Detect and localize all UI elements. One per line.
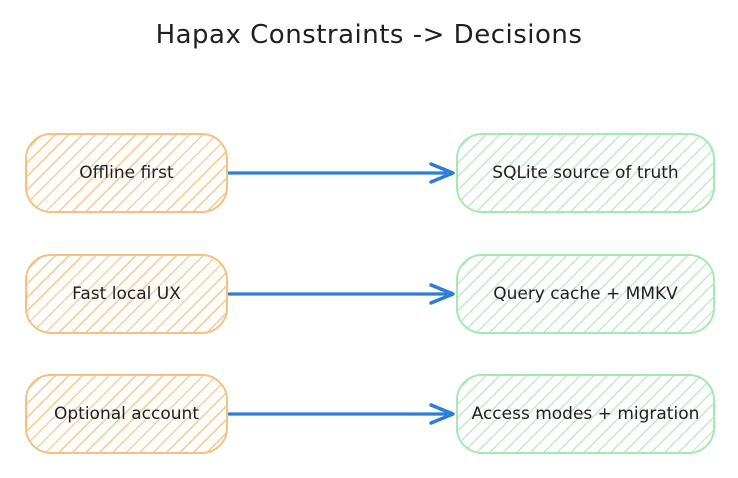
arrow-right-icon bbox=[228, 283, 455, 305]
constraint-label: Optional account bbox=[53, 404, 199, 424]
decision-box-sqlite: SQLite source of truth bbox=[456, 133, 715, 213]
constraint-label: Fast local UX bbox=[72, 284, 181, 304]
diagram-row: Optional account Access modes + migratio… bbox=[0, 374, 738, 454]
arrow-right-icon bbox=[228, 403, 455, 425]
diagram-row: Fast local UX Query cache + MMKV bbox=[0, 254, 738, 334]
decision-box-query-cache: Query cache + MMKV bbox=[456, 254, 715, 334]
constraint-box-fast-local-ux: Fast local UX bbox=[25, 254, 228, 334]
constraint-label: Offline first bbox=[79, 163, 174, 183]
constraint-box-optional-account: Optional account bbox=[25, 374, 228, 454]
diagram-row: Offline first SQLite source of truth bbox=[0, 133, 738, 213]
decision-label: Query cache + MMKV bbox=[493, 284, 678, 304]
decision-label: SQLite source of truth bbox=[492, 163, 679, 183]
decision-label: Access modes + migration bbox=[471, 404, 700, 424]
arrow-right-icon bbox=[228, 162, 455, 184]
diagram-title: Hapax Constraints -> Decisions bbox=[155, 20, 583, 50]
decision-box-access-modes: Access modes + migration bbox=[456, 374, 715, 454]
constraint-box-offline-first: Offline first bbox=[25, 133, 228, 213]
